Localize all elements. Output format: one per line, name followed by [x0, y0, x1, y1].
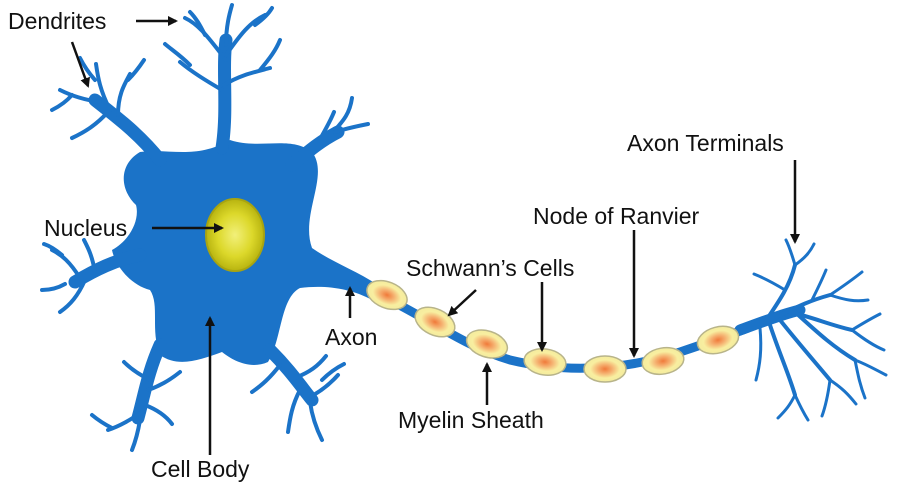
schwann-cells-group [366, 279, 740, 383]
label-nucleus: Nucleus [44, 215, 127, 241]
label-node-of-ranvier: Node of Ranvier [533, 203, 700, 229]
label-axon: Axon [325, 324, 377, 350]
schwann-cell [523, 348, 567, 376]
label-cell-body: Cell Body [151, 456, 250, 482]
schwann-cell [583, 355, 627, 383]
schwann-cell [414, 306, 456, 338]
schwann-cell [696, 325, 740, 355]
schwann-arrow [447, 289, 477, 317]
nucleus-shape [205, 198, 265, 272]
label-dendrites: Dendrites [8, 8, 106, 34]
schwann-cell [641, 346, 685, 376]
label-axon-terminals: Axon Terminals [627, 130, 784, 156]
label-schwann-cells: Schwann’s Cells [406, 255, 574, 281]
schwann-cell [366, 279, 408, 311]
dendrites-arrow-down [70, 41, 90, 88]
label-myelin-sheath: Myelin Sheath [398, 407, 544, 433]
schwann-cell [465, 329, 509, 359]
